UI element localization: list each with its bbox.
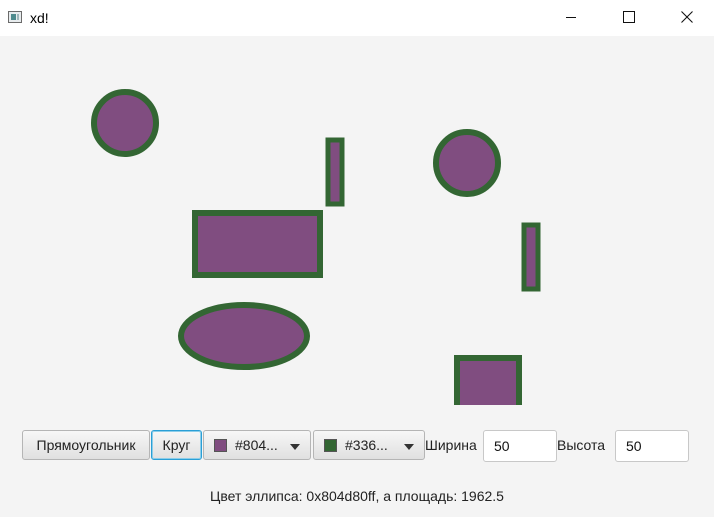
chevron-down-icon: [404, 444, 414, 450]
rectangle-button[interactable]: Прямоугольник: [22, 430, 150, 460]
shape-rectangle[interactable]: [521, 222, 541, 292]
stroke-color-swatch: [324, 439, 337, 452]
height-field[interactable]: [615, 430, 689, 462]
height-label: Высота: [557, 437, 606, 453]
stroke-color-picker[interactable]: #336...: [313, 430, 425, 460]
fill-color-swatch: [214, 439, 227, 452]
drawing-surface[interactable]: [0, 36, 714, 423]
shape-circle[interactable]: [433, 129, 501, 197]
chevron-down-icon: [290, 444, 300, 450]
status-text: Цвет эллипса: 0x804d80ff, а площадь: 196…: [210, 488, 504, 504]
fill-color-value: #804...: [235, 437, 278, 453]
close-icon: [681, 11, 693, 23]
minimize-icon: [566, 17, 576, 18]
fill-color-picker[interactable]: #804...: [203, 430, 311, 460]
shape-rectangle[interactable]: [192, 210, 323, 278]
shape-circle[interactable]: [91, 89, 159, 157]
maximize-button[interactable]: [606, 0, 652, 34]
close-button[interactable]: [664, 0, 710, 34]
width-label: Ширина: [425, 437, 477, 453]
stroke-color-value: #336...: [345, 437, 388, 453]
shape-ellipse[interactable]: [178, 302, 310, 370]
width-field[interactable]: [483, 430, 557, 462]
maximize-icon: [623, 11, 635, 23]
window-title: xd!: [30, 10, 49, 26]
title-bar: xd!: [0, 0, 714, 36]
drawing-canvas[interactable]: [0, 36, 714, 423]
shape-rectangle[interactable]: [454, 355, 522, 423]
minimize-button[interactable]: [548, 0, 594, 34]
shape-rectangle[interactable]: [325, 137, 345, 207]
circle-button[interactable]: Круг: [151, 430, 202, 460]
app-icon: [8, 11, 22, 23]
